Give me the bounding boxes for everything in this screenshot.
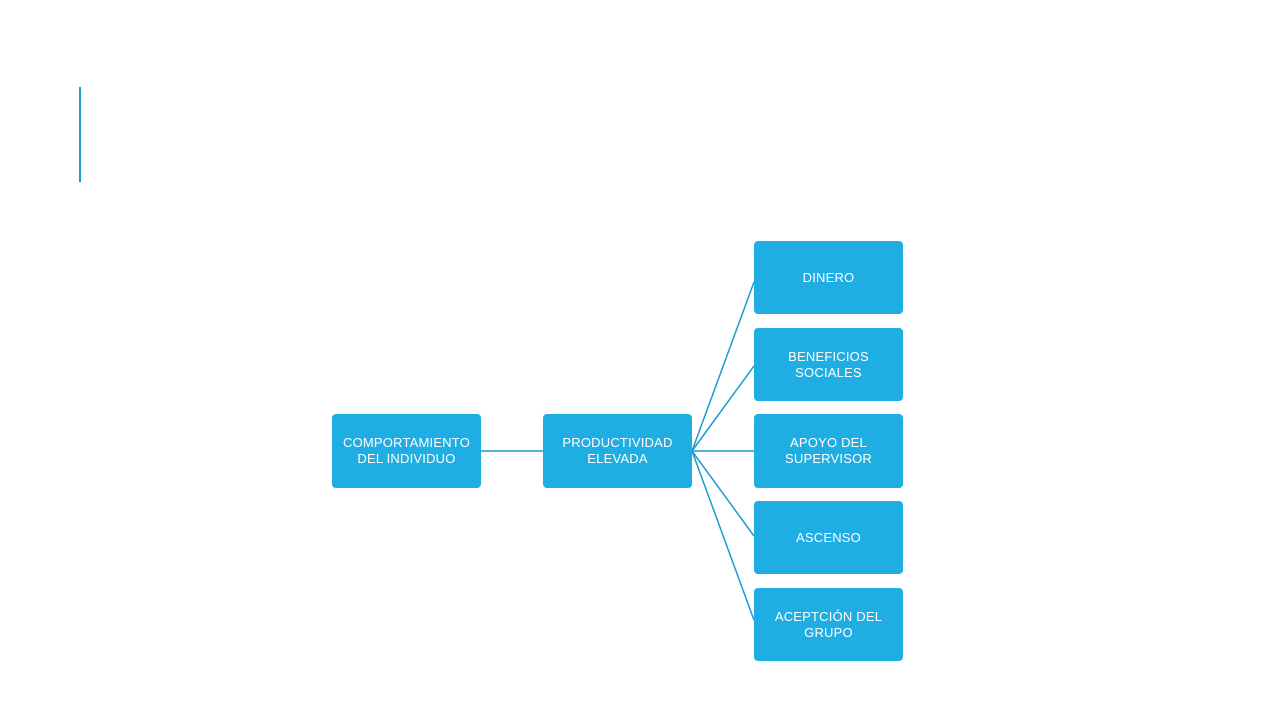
title-accent-bar — [79, 87, 81, 182]
node-beneficios-sociales: BENEFICIOS SOCIALES — [754, 328, 903, 401]
connector-mid-leaf-4 — [691, 450, 755, 621]
node-dinero: DINERO — [754, 241, 903, 314]
connector-mid-leaf-3 — [691, 450, 755, 537]
node-ascenso: ASCENSO — [754, 501, 903, 574]
node-comportamiento-del-individuo: COMPORTAMIENTO DEL INDIVIDUO — [332, 414, 481, 488]
connector-mid-leaf-1 — [691, 365, 755, 452]
node-aceptcion-del-grupo: ACEPTCIÓN DEL GRUPO — [754, 588, 903, 661]
node-productividad-elevada: PRODUCTIVIDAD ELEVADA — [543, 414, 692, 488]
node-apoyo-del-supervisor: APOYO DEL SUPERVISOR — [754, 414, 903, 488]
connector-mid-leaf-0 — [691, 281, 755, 452]
